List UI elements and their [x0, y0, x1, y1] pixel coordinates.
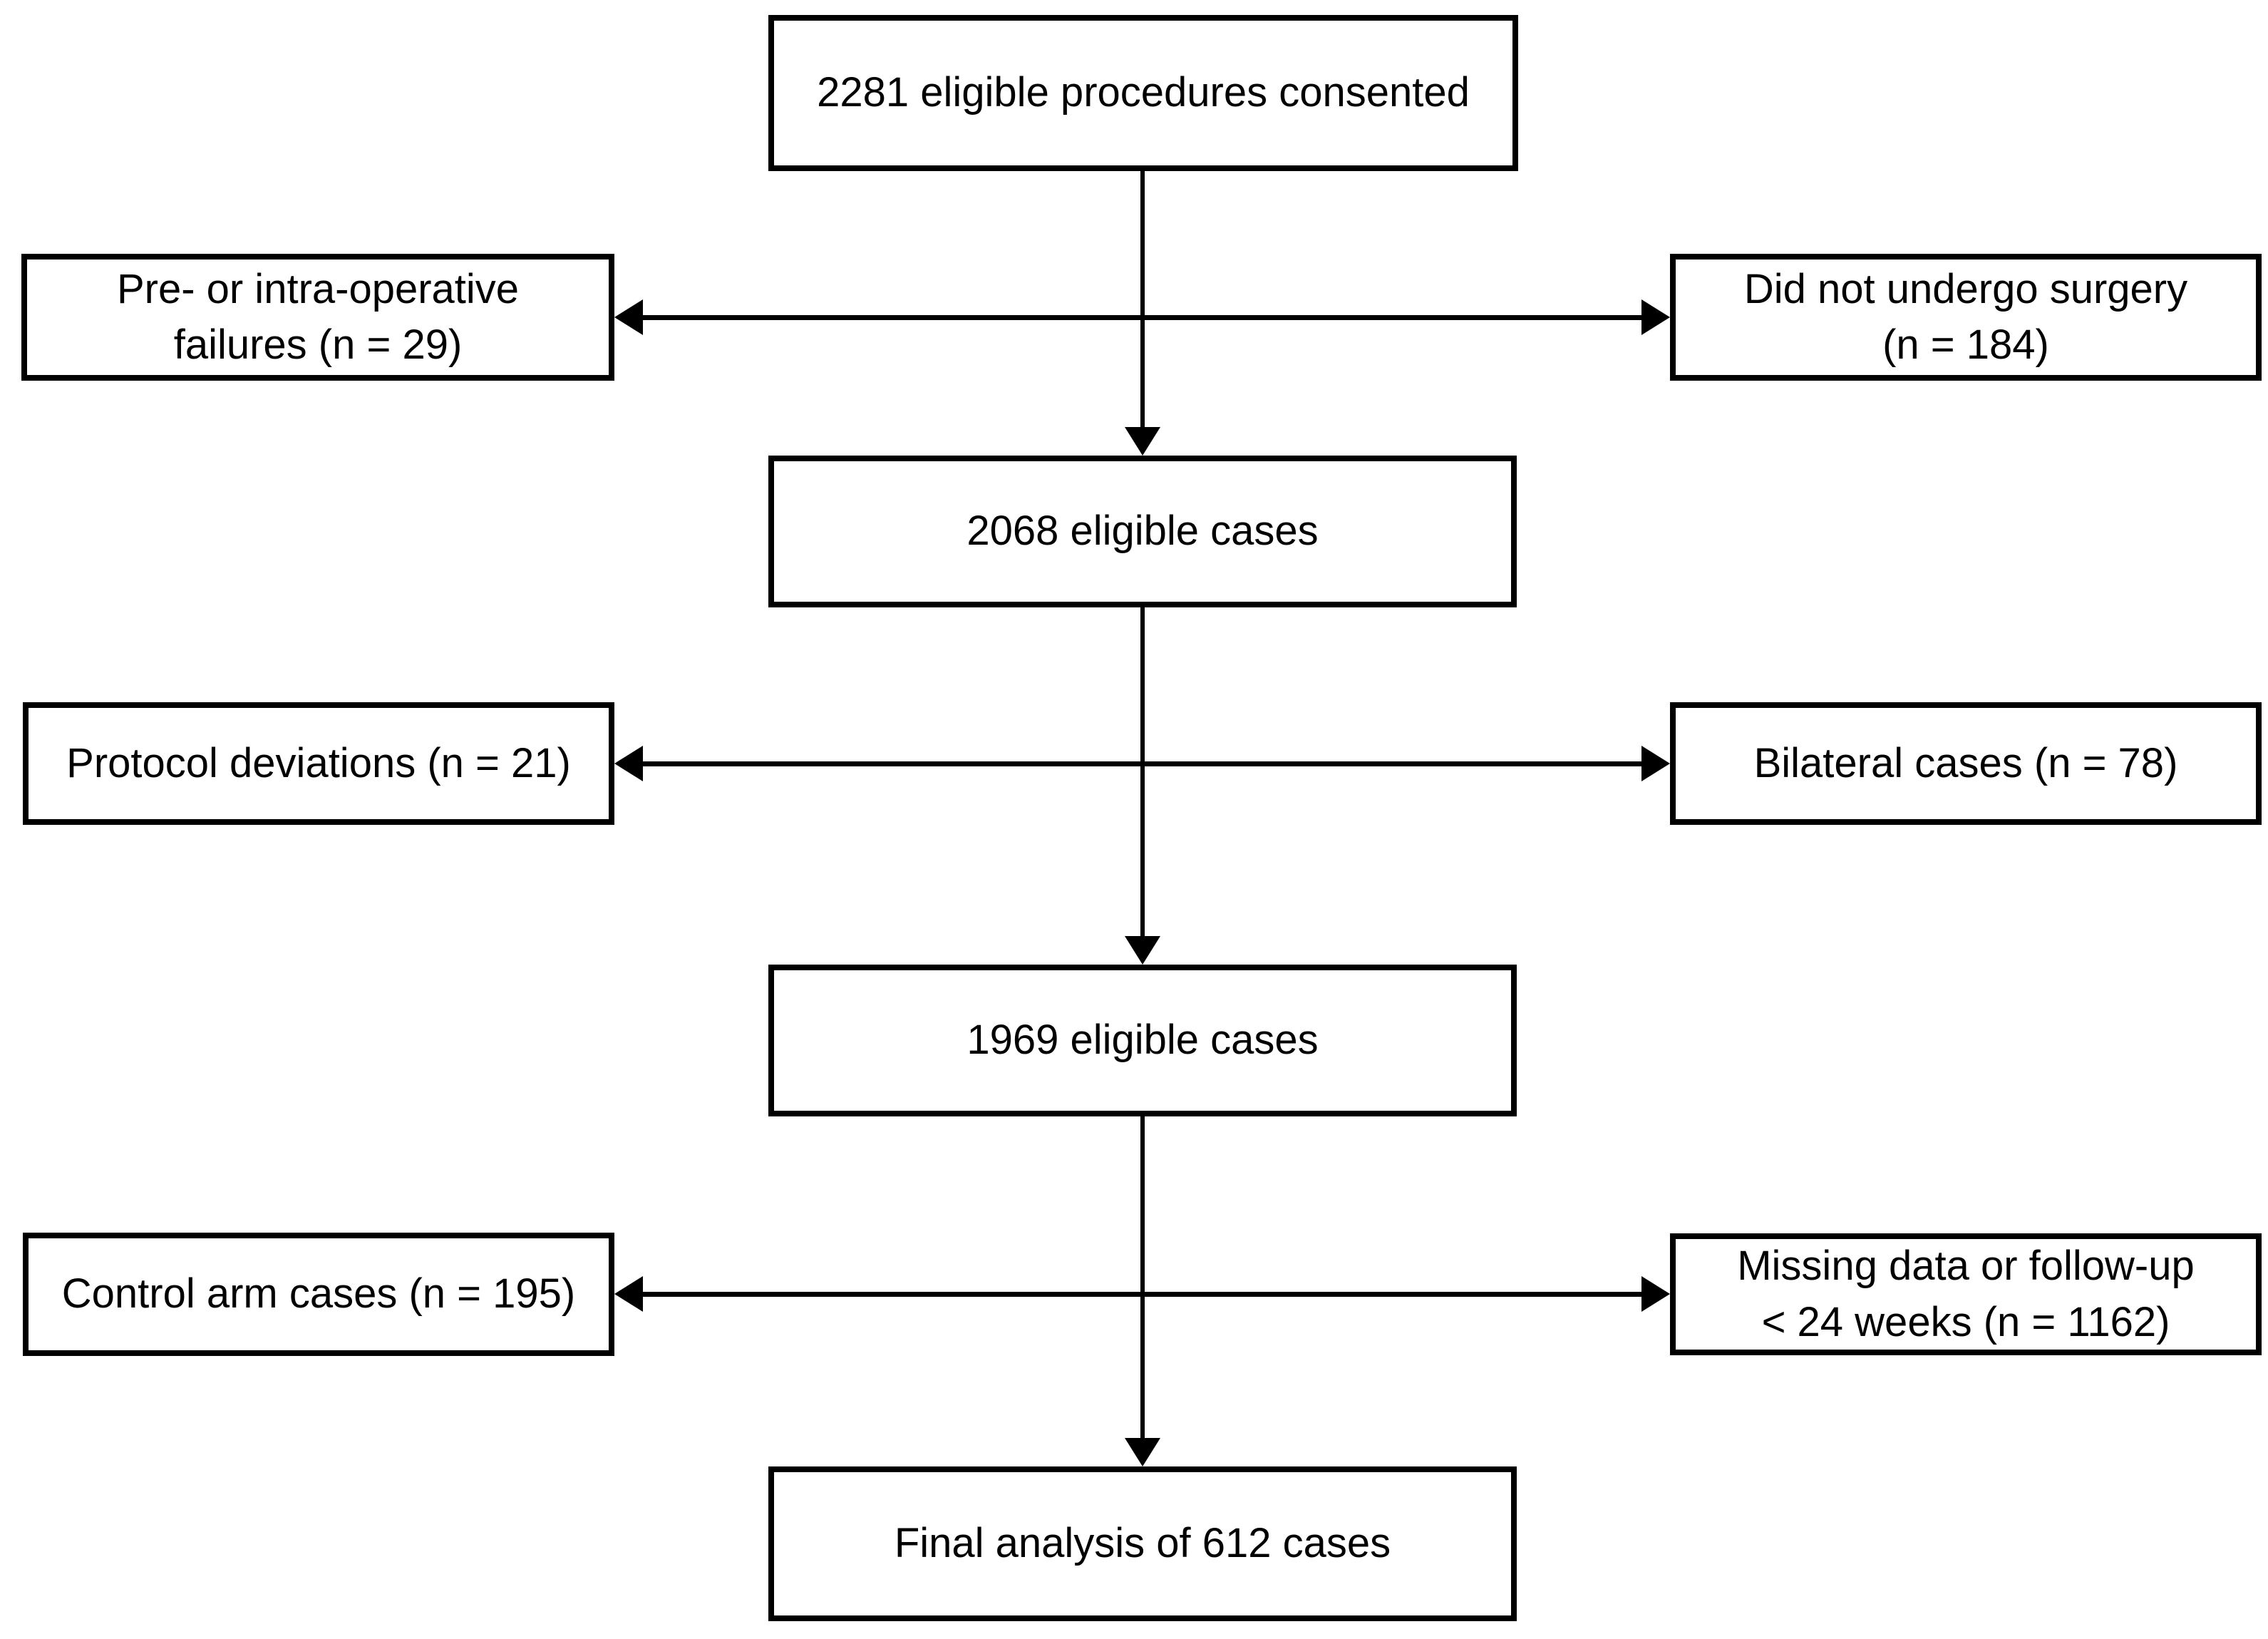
connector-row3-exclusions [627, 1292, 1657, 1297]
arrowhead-left-control-arm-icon [614, 1276, 643, 1312]
arrowhead-left-protocol-deviations-icon [614, 746, 643, 781]
node-bilateral-cases-label: Bilateral cases (n = 78) [1753, 739, 2178, 786]
node-no-surgery-label: Did not undergo surgery (n = 184) [1743, 265, 2188, 368]
arrowhead-down-final-analysis-icon [1125, 1438, 1160, 1466]
node-no-surgery: Did not undergo surgery (n = 184) [1670, 254, 2262, 381]
node-consented: 2281 eligible procedures consented [768, 15, 1518, 171]
node-final-analysis: Final analysis of 612 cases [768, 1466, 1517, 1621]
connector-eligible-2068-to-eligible-1969 [1140, 607, 1145, 937]
node-protocol-deviations-label: Protocol deviations (n = 21) [66, 739, 571, 786]
node-pre-intra-failures: Pre- or intra-operative failures (n = 29… [21, 254, 614, 381]
node-control-arm-label: Control arm cases (n = 195) [61, 1270, 576, 1317]
arrowhead-down-eligible-2068-icon [1125, 427, 1160, 456]
node-consented-label: 2281 eligible procedures consented [817, 69, 1470, 116]
arrowhead-right-bilateral-cases-icon [1641, 746, 1670, 781]
connector-eligible-1969-to-final-analysis [1140, 1116, 1145, 1439]
node-pre-intra-failures-label: Pre- or intra-operative failures (n = 29… [116, 265, 520, 368]
node-eligible-2068: 2068 eligible cases [768, 456, 1517, 607]
node-protocol-deviations: Protocol deviations (n = 21) [23, 702, 614, 825]
arrowhead-right-no-surgery-icon [1641, 299, 1670, 335]
node-eligible-1969: 1969 eligible cases [768, 965, 1517, 1116]
connector-row1-exclusions [627, 315, 1657, 320]
node-final-analysis-label: Final analysis of 612 cases [894, 1520, 1391, 1567]
arrowhead-left-pre-intra-failures-icon [614, 299, 643, 335]
node-control-arm: Control arm cases (n = 195) [23, 1233, 614, 1356]
node-eligible-2068-label: 2068 eligible cases [967, 508, 1319, 555]
arrowhead-down-eligible-1969-icon [1125, 936, 1160, 965]
arrowhead-right-missing-data-icon [1641, 1276, 1670, 1312]
connector-consented-to-eligible-2068 [1140, 171, 1145, 428]
node-missing-data-label: Missing data or follow-up < 24 weeks (n … [1737, 1243, 2195, 1345]
node-eligible-1969-label: 1969 eligible cases [967, 1017, 1319, 1064]
node-missing-data: Missing data or follow-up < 24 weeks (n … [1670, 1233, 2262, 1355]
node-bilateral-cases: Bilateral cases (n = 78) [1670, 702, 2262, 825]
connector-row2-exclusions [627, 761, 1657, 766]
